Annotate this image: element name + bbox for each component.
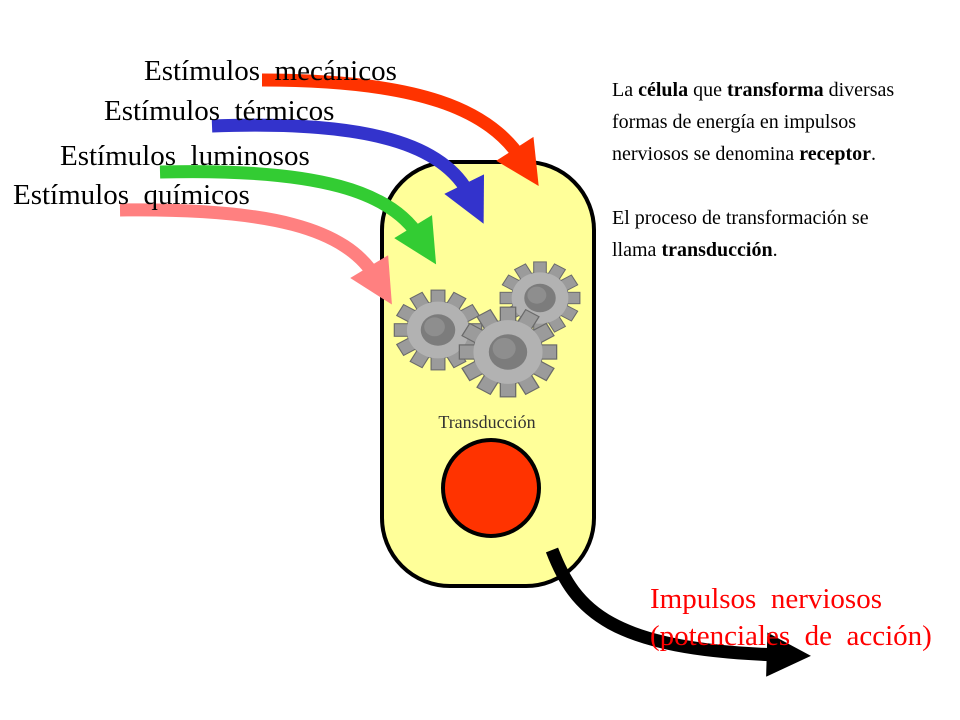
action-potentials-label: (potenciales de acción) — [650, 620, 932, 652]
cell-term: célula — [638, 79, 689, 101]
description-text: La célula que transforma diversas formas… — [612, 74, 912, 266]
text-segment: que — [688, 79, 727, 101]
transduction-label: Transducción — [438, 412, 535, 432]
mechanical-stimulus-arrow — [261, 73, 539, 187]
transduction-term: transducción — [661, 239, 773, 261]
receptor-definition-paragraph: La célula que transforma diversas formas… — [612, 74, 912, 170]
text-segment: diversas formas de energía en impulsos n… — [612, 79, 895, 165]
thermal-stimulus-label: Estímulos térmicos — [104, 95, 334, 127]
transduction-definition-paragraph: El proceso de transformación se llama tr… — [612, 202, 912, 266]
text-segment: La — [612, 79, 639, 101]
transforms-term: transforma — [726, 79, 824, 101]
light-stimulus-label: Estímulos luminosos — [60, 140, 310, 172]
text-segment: El proceso de transformación se llama — [612, 207, 869, 261]
mechanical-stimulus-label: Estímulos mecánicos — [144, 55, 397, 87]
receptor-term: receptor — [799, 143, 871, 165]
chemical-stimulus-label: Estímulos químicos — [13, 179, 250, 211]
text-segment: . — [871, 143, 876, 165]
chemical-stimulus-arrow — [119, 203, 392, 305]
nucleus — [441, 438, 541, 538]
light-stimulus-arrow — [159, 165, 437, 265]
thermal-stimulus-arrow — [211, 118, 484, 224]
text-segment: . — [772, 239, 778, 261]
nerve-impulses-label: Impulsos nerviosos — [650, 583, 882, 615]
nerve-impulse-arrow — [545, 547, 811, 677]
